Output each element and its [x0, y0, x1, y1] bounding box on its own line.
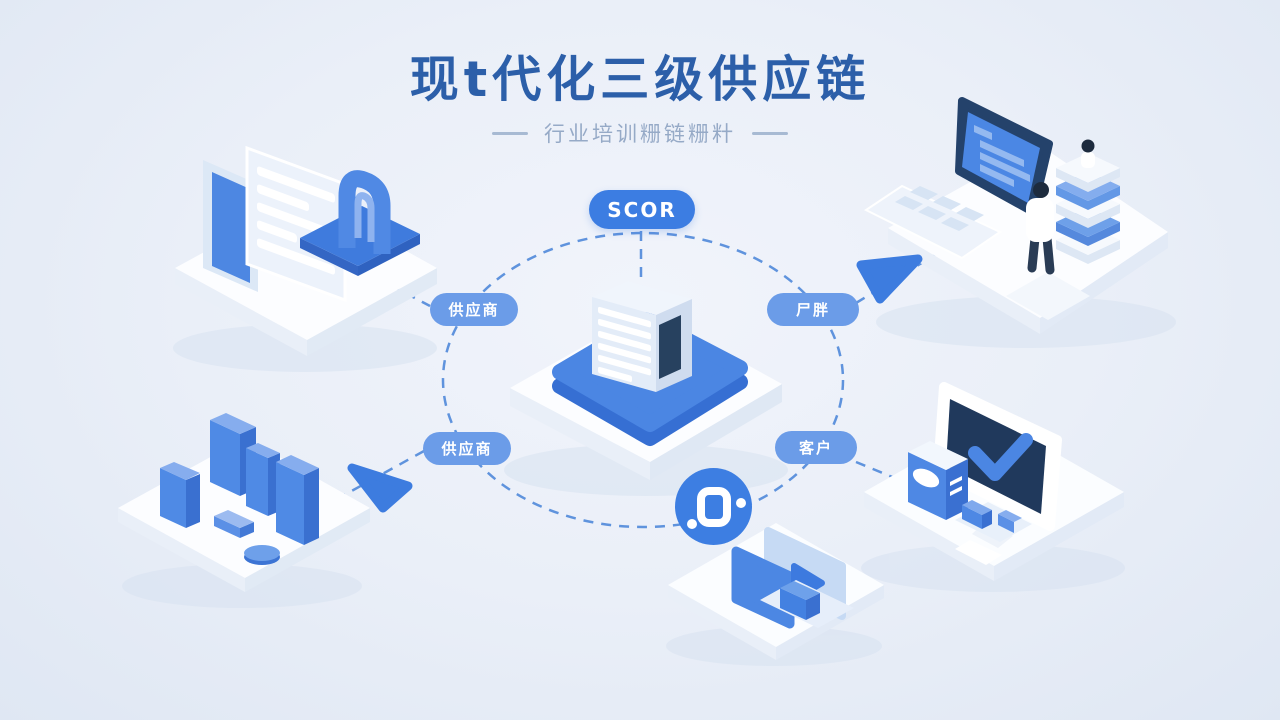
- scor-badge: SCOR: [589, 190, 695, 229]
- bar-column: [160, 462, 200, 528]
- person-leg: [1042, 233, 1055, 275]
- bar-column: [276, 455, 319, 545]
- document-panel-back-screen: [212, 172, 250, 283]
- ring-node-icon: [675, 468, 752, 545]
- node-connector-dot: [736, 498, 746, 508]
- bar-column: [246, 443, 280, 516]
- person-head: [1033, 182, 1049, 198]
- warehouse-building: [592, 281, 692, 392]
- workstation-person-illustration: [864, 97, 1168, 334]
- subtitle-dash-right: [752, 131, 788, 135]
- small-parts: [955, 500, 1032, 542]
- quality-check-monitor-illustration: [864, 382, 1124, 581]
- person-leg: [1027, 233, 1040, 273]
- bar-blocks-illustration: [118, 413, 370, 592]
- flow-arrow-icon: [856, 254, 923, 304]
- page-title: 现t代化三级供应链: [409, 51, 871, 108]
- monitor-base: [955, 540, 1002, 565]
- person-body: [1026, 198, 1054, 242]
- monitor-screen: [946, 399, 1046, 514]
- flow-arrows: [347, 254, 923, 513]
- subtitle-dash-left: [492, 131, 528, 135]
- platform-side: [776, 585, 884, 660]
- building-door: [659, 315, 681, 379]
- node-connector-dot: [687, 519, 697, 529]
- label-top-right: 尸胖: [767, 293, 859, 326]
- label-supplier-bottom: 供应商: [423, 432, 511, 465]
- platform-side: [175, 268, 307, 356]
- screen-content-rows: [974, 125, 1030, 187]
- document-stripes: [257, 166, 335, 275]
- platform-side: [650, 384, 782, 480]
- mini-person-head: [1081, 139, 1095, 153]
- building-stripes: [598, 306, 651, 382]
- platform-side: [245, 508, 370, 592]
- platform-side: [1040, 232, 1168, 334]
- orbit-ellipse: [441, 231, 845, 529]
- mini-person-body: [1081, 152, 1095, 168]
- central-warehouse-illustration: [510, 281, 782, 480]
- ground-shadows: [122, 296, 1176, 666]
- label-supplier-top: 供应商: [430, 293, 518, 326]
- subtitle-text: 行业培训粣链粣籵: [544, 122, 736, 146]
- low-pad: [214, 510, 254, 538]
- platform-side: [668, 585, 776, 660]
- platform-side: [307, 268, 437, 356]
- stamp-arch-inner: [354, 192, 375, 242]
- platform-side: [510, 388, 650, 480]
- disc: [244, 545, 280, 565]
- documents-station-illustration: [175, 145, 437, 356]
- check-icon: [968, 433, 1033, 481]
- flow-arrow-icon: [347, 463, 413, 513]
- ring-glyph: [696, 486, 731, 527]
- label-customer: 客户: [775, 431, 857, 464]
- person: [1026, 182, 1055, 275]
- stamp-arch: [338, 170, 391, 254]
- platform-side: [888, 228, 1040, 334]
- platform-side: [994, 492, 1124, 581]
- cube: [780, 581, 820, 620]
- stamp-base-side: [358, 234, 420, 276]
- person-pad: [1006, 272, 1090, 320]
- platform-side: [864, 492, 994, 581]
- platform-side: [118, 508, 245, 592]
- layer-stack-tower: [1056, 139, 1120, 264]
- tablet-parcel-illustration: [668, 523, 884, 660]
- subtitle: 行业培训粣链粣籵: [0, 118, 1280, 148]
- building-top: [592, 281, 692, 315]
- keyboard: [864, 184, 1003, 260]
- stamp-base-side: [300, 238, 358, 276]
- parcel-box: [908, 441, 968, 520]
